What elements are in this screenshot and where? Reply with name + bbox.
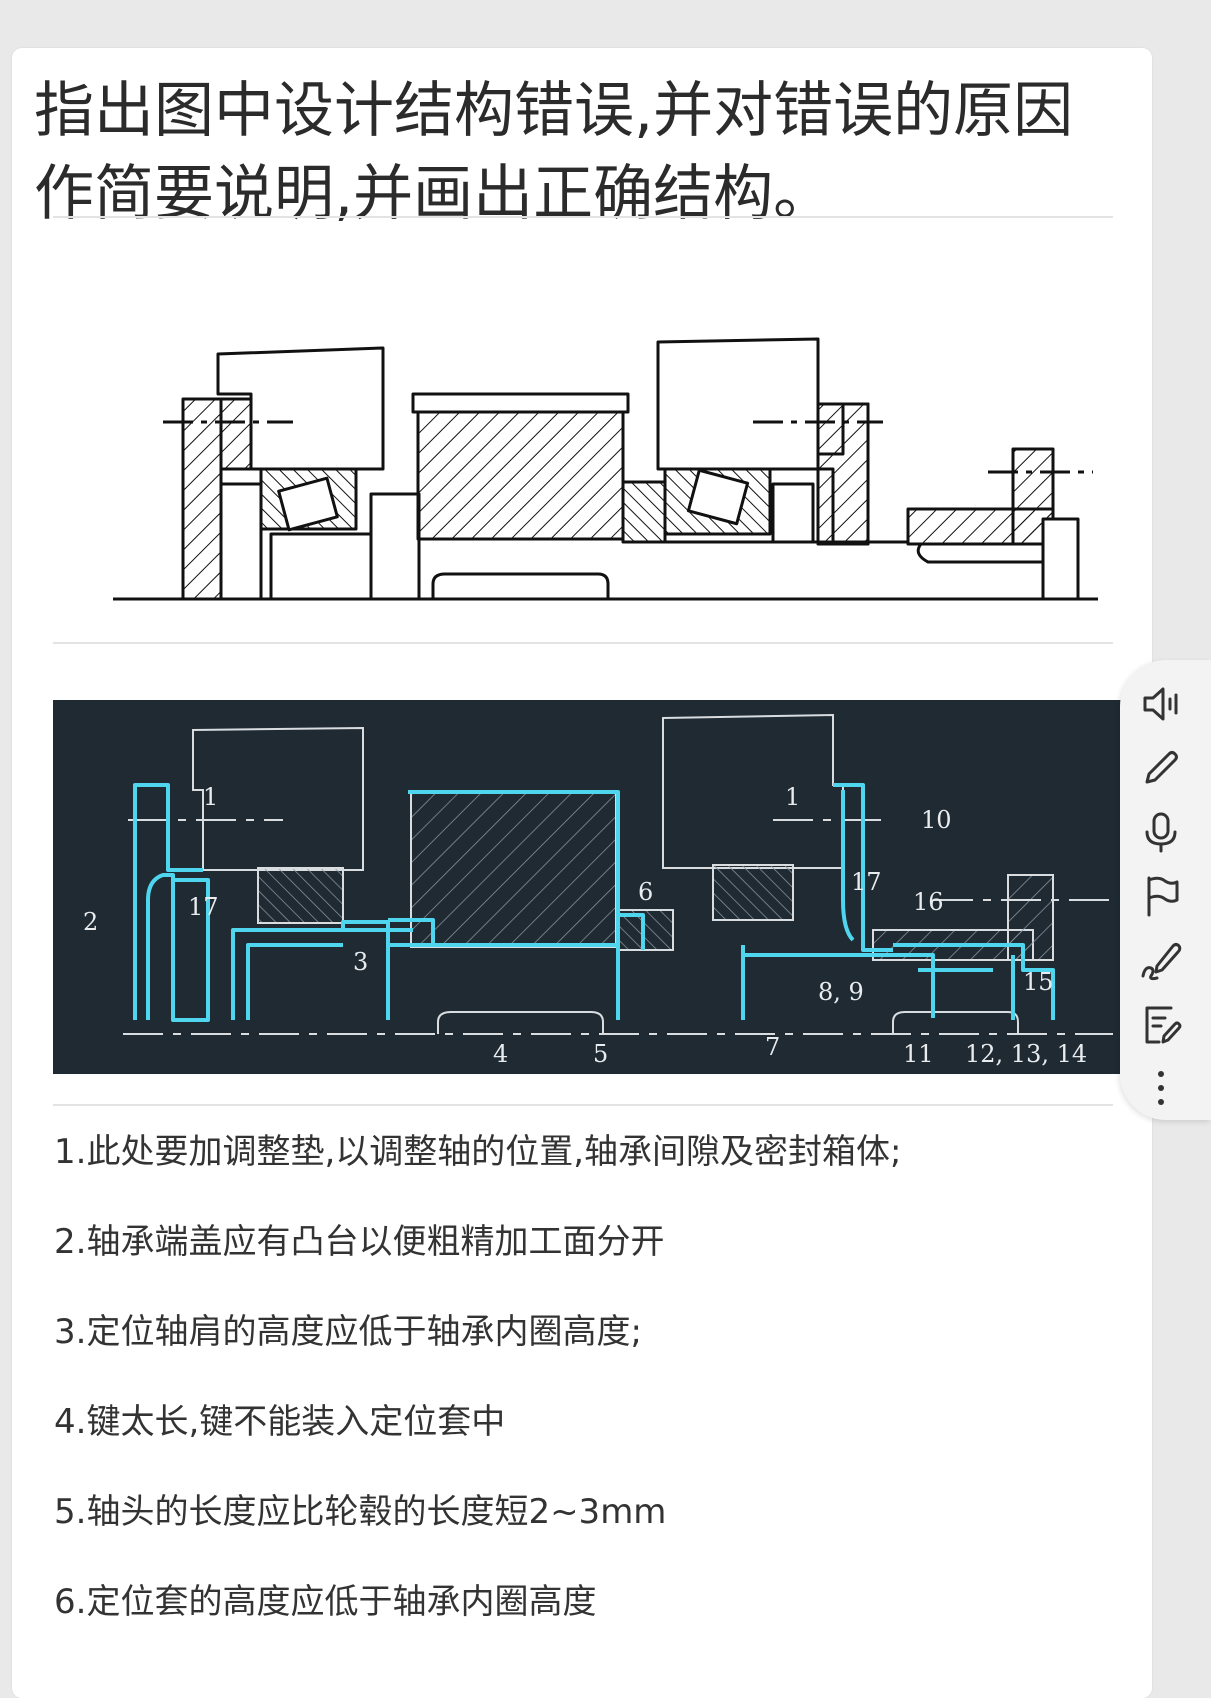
label-4: 4 (493, 1040, 508, 1068)
question-card: 指出图中设计结构错误,并对错误的原因作简要说明,并画出正确结构。 (12, 48, 1152, 1698)
label-15: 15 (1023, 968, 1054, 996)
label-11: 11 (903, 1040, 934, 1068)
question-title: 指出图中设计结构错误,并对错误的原因作简要说明,并画出正确结构。 (34, 76, 1074, 229)
label-3: 3 (353, 948, 368, 976)
note-edit-icon[interactable] (1137, 1000, 1185, 1048)
label-10: 10 (921, 806, 952, 834)
label-5: 5 (593, 1040, 608, 1068)
divider (53, 642, 1113, 644)
side-toolbar (1120, 660, 1211, 1120)
corrected-drawing: 1 1 2 3 4 5 6 7 8, 9 10 11 12, 13, 14 15… (83, 713, 1113, 1068)
label-6: 6 (638, 878, 653, 906)
answer-list: 1.此处要加调整垫,以调整轴的位置,轴承间隙及密封箱体; 2.轴承端盖应有凸台以… (54, 1130, 1104, 1670)
answer-item-1: 1.此处要加调整垫,以调整轴的位置,轴承间隙及密封箱体; (54, 1132, 902, 1172)
microphone-icon[interactable] (1137, 808, 1185, 856)
label-2: 2 (83, 908, 98, 936)
label-16: 16 (913, 888, 944, 916)
label-7: 7 (765, 1033, 780, 1061)
label-1-left: 1 (203, 783, 218, 811)
answer-item-4: 4.键太长,键不能装入定位套中 (54, 1402, 506, 1442)
flag-icon[interactable] (1137, 872, 1185, 920)
speaker-icon[interactable] (1137, 680, 1185, 728)
divider (53, 1104, 1113, 1106)
corrected-structure-figure: 1 1 2 3 4 5 6 7 8, 9 10 11 12, 13, 14 15… (53, 700, 1123, 1074)
answer-item-5: 5.轴头的长度应比轮毂的长度短2~3mm (54, 1492, 667, 1532)
label-1-right: 1 (785, 783, 800, 811)
answer-item-6: 6.定位套的高度应低于轴承内圈高度 (54, 1582, 597, 1622)
label-17-right: 17 (851, 868, 882, 896)
label-8-9: 8, 9 (818, 978, 864, 1006)
answer-item-3: 3.定位轴肩的高度应低于轴承内圈高度; (54, 1312, 642, 1352)
label-17-left: 17 (188, 893, 219, 921)
structure-drawing (113, 337, 1098, 601)
more-vertical-icon[interactable] (1137, 1064, 1185, 1112)
original-structure-figure (53, 244, 1123, 654)
pencil-icon[interactable] (1137, 744, 1185, 792)
label-12-13-14: 12, 13, 14 (965, 1040, 1087, 1068)
divider (53, 216, 1113, 218)
signature-icon[interactable] (1137, 936, 1185, 984)
answer-item-2: 2.轴承端盖应有凸台以便粗精加工面分开 (54, 1222, 665, 1262)
